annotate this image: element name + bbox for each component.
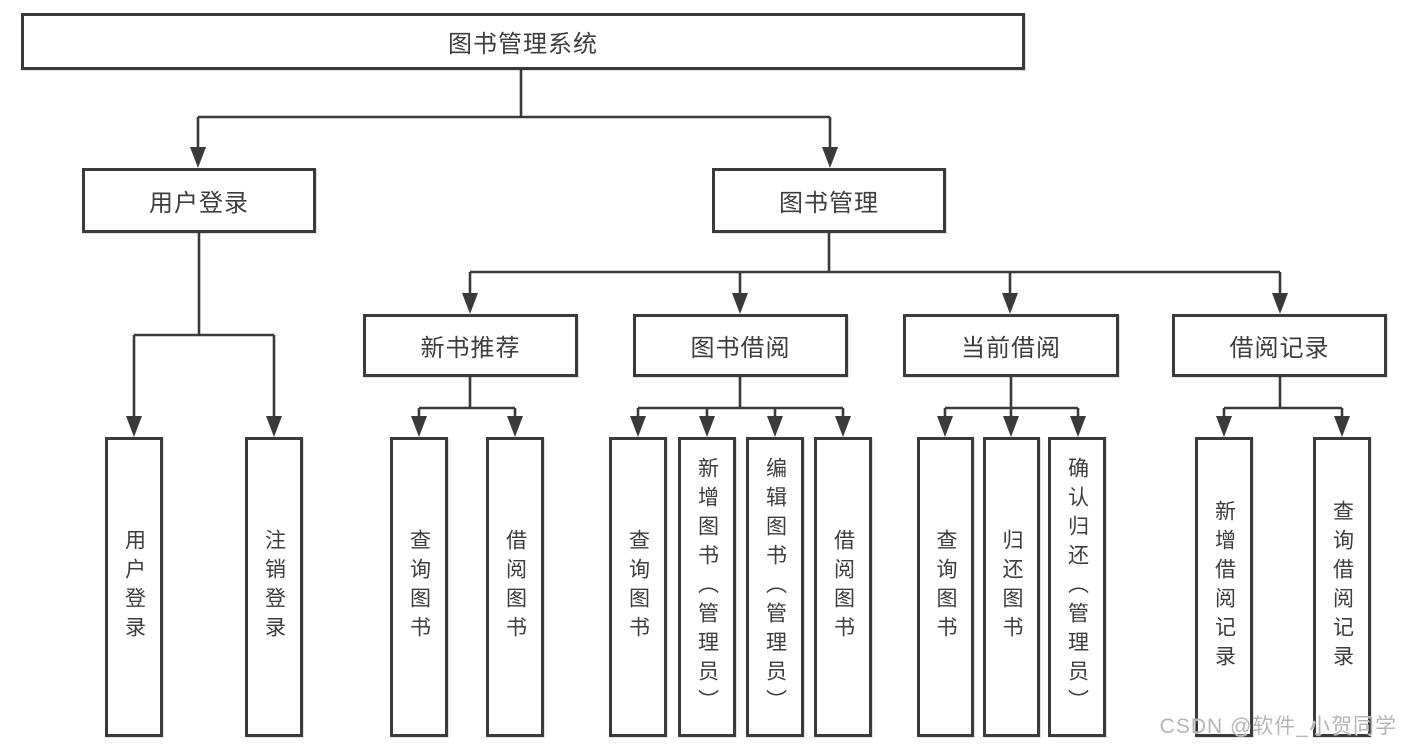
- leaf-label: 用户登录: [122, 529, 146, 645]
- leaf-label: 归还图书: [1000, 529, 1023, 645]
- leaf-label: 查询图书: [626, 529, 650, 645]
- leaf-add-borrow-record: 新增借阅记录: [1195, 437, 1253, 737]
- leaf-query-books-borrow: 查询图书: [609, 437, 667, 737]
- leaf-label: 查询借阅记录: [1330, 500, 1354, 674]
- leaf-label: 借阅图书: [831, 529, 855, 645]
- leaf-edit-books-admin: 编辑图书（管理员）: [746, 437, 804, 737]
- leaf-label: 编辑图书（管理员）: [763, 456, 787, 718]
- node-label: 新书推荐: [420, 335, 521, 362]
- node-user-login: 用户登录: [82, 168, 316, 233]
- node-label: 借阅记录: [1229, 335, 1330, 362]
- node-new-book-recommend: 新书推荐: [363, 314, 578, 377]
- node-label: 用户登录: [149, 190, 249, 217]
- node-book-management: 图书管理: [712, 168, 946, 233]
- node-label: 当前借阅: [961, 335, 1061, 362]
- leaf-label: 新增图书（管理员）: [695, 456, 719, 718]
- leaf-label: 新增借阅记录: [1212, 500, 1236, 674]
- leaf-logout: 注销登录: [245, 437, 303, 737]
- node-root-library-management-system: 图书管理系统: [21, 13, 1025, 70]
- leaf-confirm-return-admin: 确认归还（管理员）: [1048, 437, 1106, 737]
- leaf-query-books-current: 查询图书: [917, 437, 974, 737]
- csdn-watermark: CSDN @软件_小贺同学: [1159, 715, 1397, 738]
- leaf-add-books-admin: 新增图书（管理员）: [678, 437, 736, 737]
- leaf-return-books: 归还图书: [983, 437, 1040, 737]
- leaf-label: 查询图书: [407, 529, 431, 645]
- leaf-label: 查询图书: [934, 529, 957, 645]
- leaf-label: 注销登录: [262, 529, 286, 645]
- leaf-query-borrow-record: 查询借阅记录: [1313, 437, 1371, 737]
- leaf-label: 确认归还（管理员）: [1065, 456, 1089, 718]
- node-borrow-records: 借阅记录: [1172, 314, 1387, 377]
- node-label: 图书管理系统: [448, 31, 598, 58]
- leaf-borrow-books-recommend: 借阅图书: [486, 437, 544, 737]
- node-book-borrow: 图书借阅: [633, 314, 848, 377]
- node-label: 图书借阅: [690, 335, 791, 362]
- leaf-user-login: 用户登录: [105, 437, 163, 737]
- leaf-query-books-recommend: 查询图书: [390, 437, 448, 737]
- leaf-borrow-books: 借阅图书: [814, 437, 872, 737]
- leaf-label: 借阅图书: [503, 529, 527, 645]
- node-current-borrow: 当前借阅: [903, 314, 1119, 377]
- arrowheads: [126, 147, 1350, 437]
- node-label: 图书管理: [779, 190, 879, 217]
